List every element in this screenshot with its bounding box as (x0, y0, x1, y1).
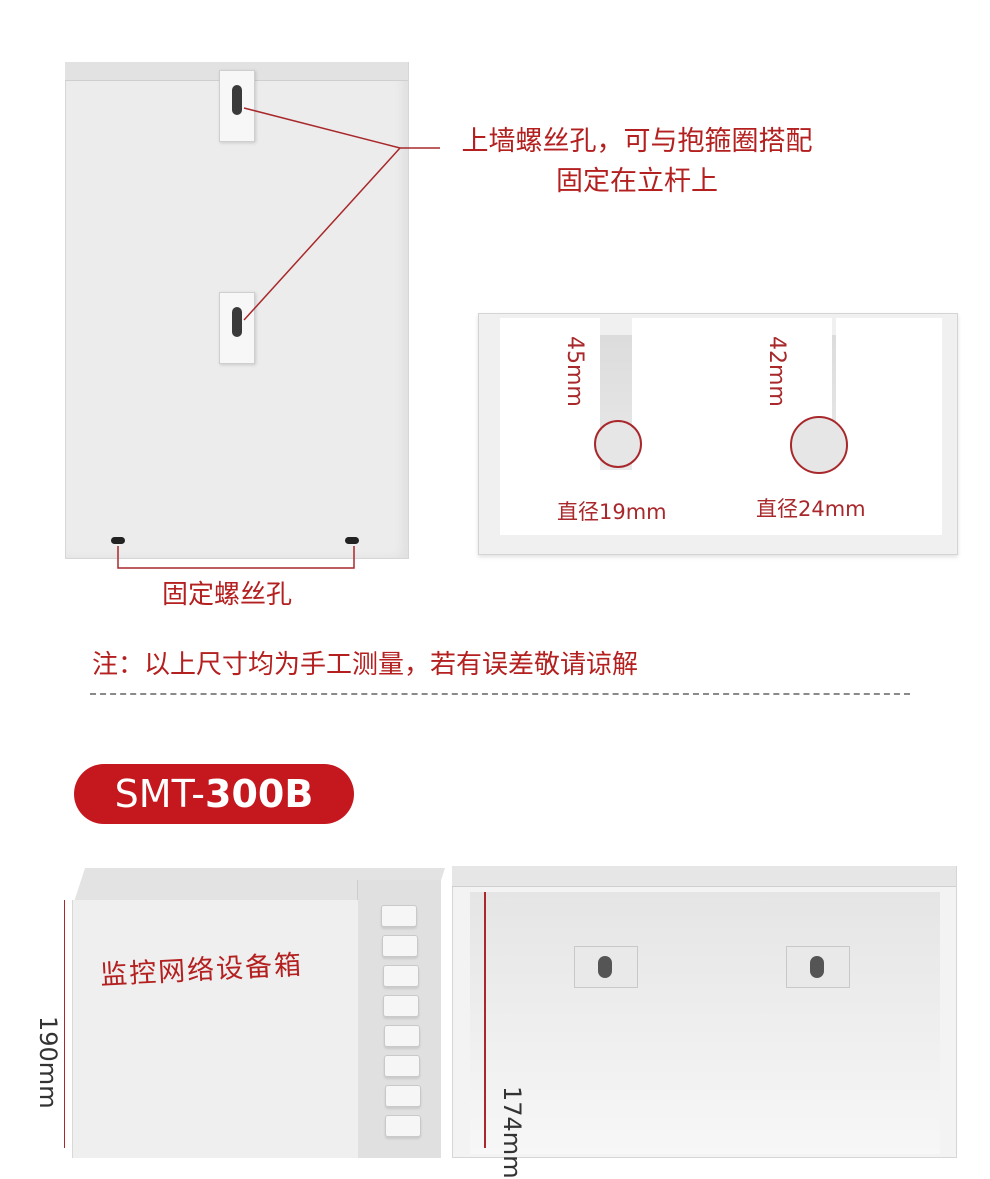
keyhole-icon (598, 956, 612, 978)
mount-callout-line1: 上墙螺丝孔，可与抱箍圈搭配 (461, 126, 813, 157)
diameter-label-right: 直径24mm (756, 497, 866, 521)
leader-line-top (243, 107, 401, 149)
vent-louver (384, 1055, 420, 1077)
leader-lines (117, 107, 440, 569)
fix-hole-callout: 固定螺丝孔 (162, 580, 293, 610)
inner-height-dimension-line (484, 892, 486, 1148)
depth-label-left: 45mm (562, 336, 587, 407)
panel-bottom (500, 470, 942, 535)
box-front-face (72, 900, 358, 1158)
section-divider (90, 693, 910, 695)
top-mount-bracket (219, 70, 255, 142)
lower-mount-bracket (219, 292, 255, 364)
leader-line-lower (243, 147, 401, 321)
height-outer-label: 190mm (34, 1016, 62, 1109)
knockout-hole-19mm (594, 420, 642, 468)
model-number: 300B (205, 772, 314, 816)
inner-mount-bracket-right (786, 946, 850, 988)
vent-louver (385, 1085, 421, 1107)
vent-louver (381, 905, 417, 927)
mount-hole-callout: 上墙螺丝孔，可与抱箍圈搭配 固定在立杆上 (442, 122, 832, 202)
depth-label-right: 42mm (764, 336, 789, 407)
diameter-label-left: 直径19mm (557, 500, 667, 524)
fix-screw-slot-right (345, 537, 359, 544)
inner-mount-bracket-left (574, 946, 638, 988)
open-box-lip (452, 866, 956, 887)
vent-louver (385, 1115, 421, 1137)
keyhole-icon (232, 307, 242, 337)
knockout-hole-24mm (790, 416, 848, 474)
vent-louver (384, 1025, 420, 1047)
fix-screw-slot-left (111, 537, 125, 544)
height-inner-label: 174mm (498, 1086, 526, 1179)
model-badge: SMT-300B (74, 764, 354, 824)
bracket-line-fix (117, 546, 355, 569)
open-box-interior (470, 892, 940, 1154)
keyhole-icon (810, 956, 824, 978)
model-prefix: SMT- (114, 772, 206, 816)
measurement-note: 注：以上尺寸均为手工测量，若有误差敬请谅解 (92, 650, 639, 680)
vent-louver (383, 995, 419, 1017)
keyhole-icon (232, 85, 242, 115)
mount-callout-line2: 固定在立杆上 (556, 166, 718, 197)
vent-louver (382, 935, 418, 957)
height-dimension-line (64, 900, 65, 1148)
vent-louver (383, 965, 419, 987)
